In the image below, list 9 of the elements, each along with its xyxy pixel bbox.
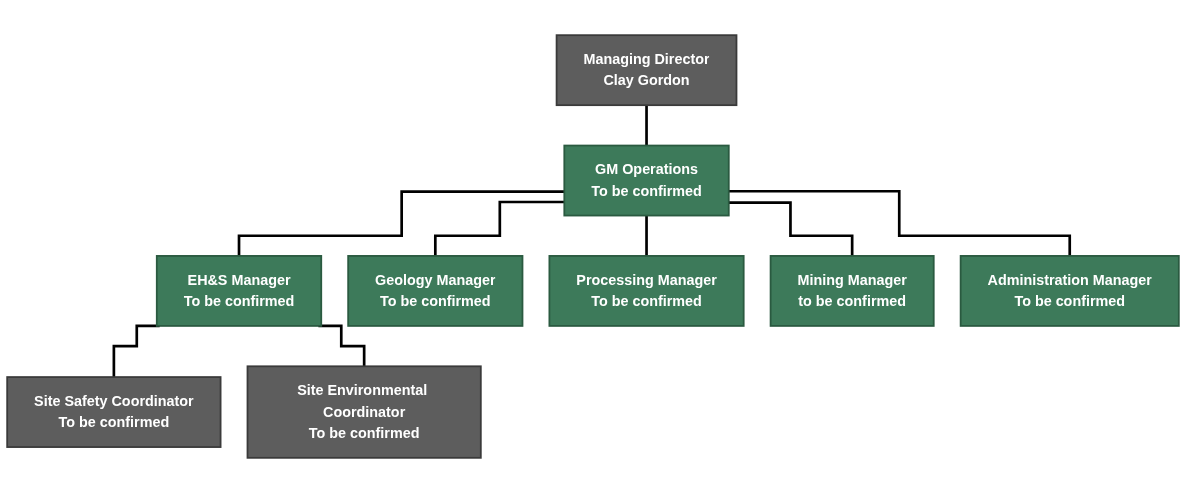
node-box: GM Operations To be confirmed [563,144,730,217]
node-box: Mining Manager to be confirmed [769,255,935,327]
node-box: Site Environmental Coordinator To be confirmed [246,365,482,459]
node-box: Site Safety Coordinator To be confirmed [6,376,222,448]
node-box: Geology Manager To be confirmed [347,255,524,327]
node-box: EH&S Manager To be confirmed [155,255,323,327]
node-box: Managing Director Clay Gordon [555,34,738,107]
node-box: Administration Manager To be confirmed [959,255,1180,327]
node-box: Processing Manager To be confirmed [548,255,745,327]
